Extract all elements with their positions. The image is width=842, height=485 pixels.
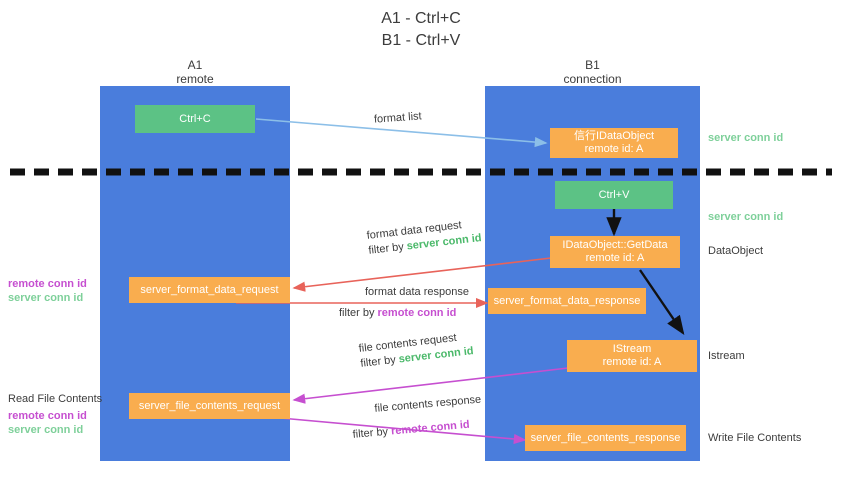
node-idataobject-getdata[interactable]: IDataObject::GetData remote id: A [550,236,680,268]
annotation-right-server-conn-id-2: server conn id [708,211,784,223]
edge-label-format-data-response: format data response filter by remote co… [335,285,469,321]
annotation-left-bottom-server: server conn id [8,424,84,436]
annotation-right-istream: Istream [708,350,745,362]
node-server-format-data-request-label: server_format_data_request [140,283,279,296]
annotation-right-server-conn-id-1: server conn id [708,132,784,144]
diagram-title: A1 - Ctrl+C B1 - Ctrl+V [0,8,842,52]
node-dataobject-received-line1: 信行IDataObject [573,130,655,142]
edge-getdata-to-istream [639,269,685,335]
node-istream-line2: remote id: A [602,356,662,368]
node-dataobject-received[interactable]: 信行IDataObject remote id: A [550,128,678,158]
column-b1-role: connection [563,72,622,86]
annotation-left-bottom-remote: remote conn id [8,410,87,422]
node-server-file-contents-response-label: server_file_contents_response [530,431,681,444]
node-ctrl-v[interactable]: Ctrl+V [555,181,673,209]
column-b1-name: B1 [585,58,600,72]
annotation-read-file-contents: Read File Contents [8,393,103,405]
node-server-format-data-response-label: server_format_data_response [493,294,641,307]
edge-label-format-list-text: format list [373,110,423,126]
annotation-left-bottom: Read File Contents remote conn id server… [8,392,102,437]
annotation-left-middle: remote conn id server conn id [8,277,87,305]
title-line-2: B1 - Ctrl+V [381,32,461,49]
filter-prefix: filter by [359,353,400,370]
edge-label-format-data-response-filter: filter by remote conn id [335,306,469,321]
node-server-file-contents-response[interactable]: server_file_contents_response [525,425,686,451]
annotation-right-dataobject: DataObject [708,245,764,257]
edge-file-contents-request [292,367,569,404]
filter-prefix: filter by [352,425,392,441]
filter-prefix: filter by [339,307,378,319]
node-server-format-data-request[interactable]: server_format_data_request [129,277,290,303]
annotation-left-middle-remote: remote conn id [8,278,87,290]
node-ctrl-c[interactable]: Ctrl+C [135,105,255,133]
node-ctrl-c-label: Ctrl+C [179,112,211,125]
title-line-1: A1 - Ctrl+C [381,10,461,27]
filter-value-remote-conn-id: remote conn id [377,307,457,319]
column-a1-name: A1 [187,58,203,72]
node-dataobject-received-line2: remote id: A [584,143,644,155]
column-a1-role: remote [176,72,214,86]
node-getdata-line2: remote id: A [585,252,645,264]
annotation-right-write-file-contents: Write File Contents [708,432,802,444]
column-header-a1: A1 remote [100,58,290,86]
column-header-b1: B1 connection [485,58,700,86]
node-getdata-line1: IDataObject::GetData [562,239,668,251]
node-server-format-data-response[interactable]: server_format_data_response [488,288,646,314]
node-ctrl-v-label: Ctrl+V [598,188,630,201]
filter-prefix: filter by [367,240,408,257]
node-server-file-contents-request[interactable]: server_file_contents_request [129,393,290,419]
node-server-file-contents-request-label: server_file_contents_request [138,399,281,412]
edge-format-data-request [292,257,552,292]
annotation-left-middle-server: server conn id [8,292,84,304]
node-istream-line1: IStream [612,343,652,355]
node-istream[interactable]: IStream remote id: A [567,340,697,372]
edge-format-list [255,118,548,148]
edge-label-format-data-response-text: format data response [365,286,469,298]
